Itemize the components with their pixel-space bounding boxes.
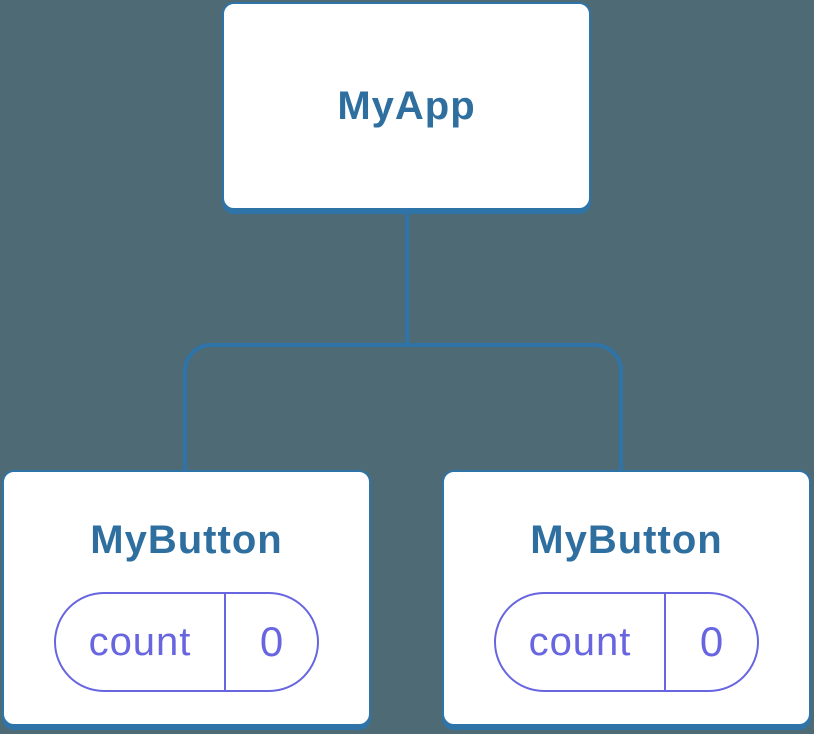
child-component-label: MyButton (90, 518, 283, 562)
tree-connector-stem (405, 212, 409, 347)
child-component-node-right: MyButton count 0 (442, 470, 811, 726)
state-name: count (496, 594, 666, 690)
tree-connector-bracket (183, 343, 623, 470)
state-name: count (56, 594, 226, 690)
state-value: 0 (259, 618, 284, 665)
state-pill: count 0 (494, 592, 759, 692)
child-component-node-left: MyButton count 0 (2, 470, 371, 726)
child-component-label: MyButton (530, 518, 723, 562)
state-pill: count 0 (54, 592, 319, 692)
state-value: 0 (699, 618, 724, 665)
root-component-node: MyApp (222, 2, 591, 210)
root-component-label: MyApp (337, 84, 476, 128)
